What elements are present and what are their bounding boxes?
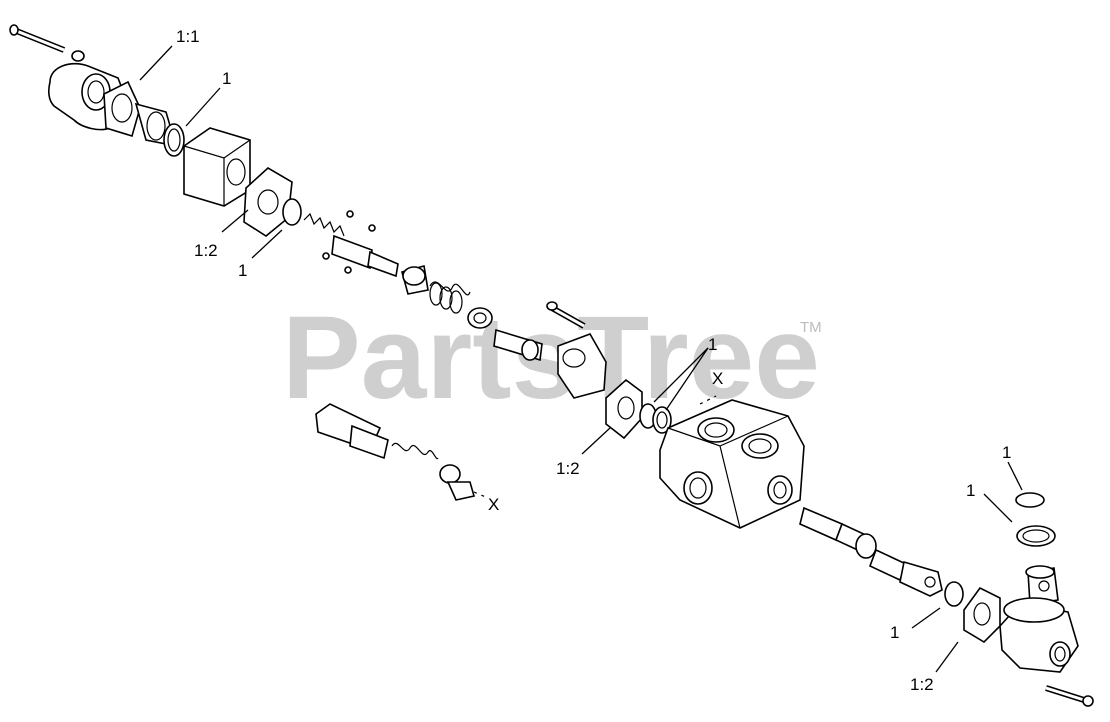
lever-housing [999,565,1079,673]
end-bolt-top [9,24,85,62]
small-bolt [546,301,586,329]
callout-1: 1 [238,261,247,280]
end-bolt-bottom [1045,685,1094,707]
o-ring-5 [944,581,964,607]
callout-1: 1 [890,623,899,642]
o-ring-6 [1015,492,1045,508]
callout-x: X [488,495,499,514]
callout-1: 1 [966,481,975,500]
relief-cartridge [315,403,476,501]
spool-end [493,328,543,362]
callout-1: 1 [708,335,717,354]
callout-leaders [139,45,1023,673]
gasket-1-2-lower [963,586,1001,644]
spacer-cup [401,264,429,295]
o-ring-1 [163,123,185,157]
callout-1-2: 1:2 [556,459,580,478]
o-ring-2 [282,198,302,226]
o-ring-4 [652,406,672,434]
callout-x: X [712,369,723,388]
o-ring-7 [1016,525,1056,547]
spring-cap-body [183,127,251,207]
spring-retainer [467,307,493,329]
valve-body [659,399,805,529]
callout-1-2: 1:2 [910,675,934,694]
adapter-block [557,333,607,399]
watermark-trademark: TM [800,319,822,336]
callout-1: 1 [1002,443,1011,462]
callout-1-2: 1:2 [194,241,218,260]
gasket-1-2-upper [243,167,293,237]
main-spool [799,506,943,597]
detent-shaft [331,234,399,278]
callout-1-1: 1:1 [176,27,200,46]
callout-1: 1 [222,69,231,88]
gasket-1-1 [103,80,141,138]
detent-balls [322,210,376,274]
spring-large [429,281,471,314]
spring-small [303,212,345,237]
